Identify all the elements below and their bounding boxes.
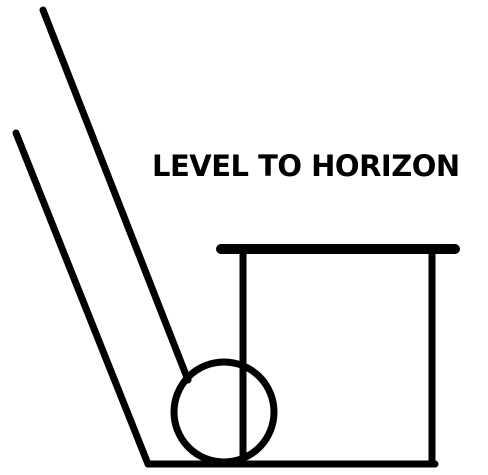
- diagram-caption: LEVEL TO HORIZON: [152, 152, 460, 181]
- handle-front-line: [16, 133, 148, 464]
- handle-back-line: [43, 10, 188, 380]
- wheel-circle: [174, 362, 274, 462]
